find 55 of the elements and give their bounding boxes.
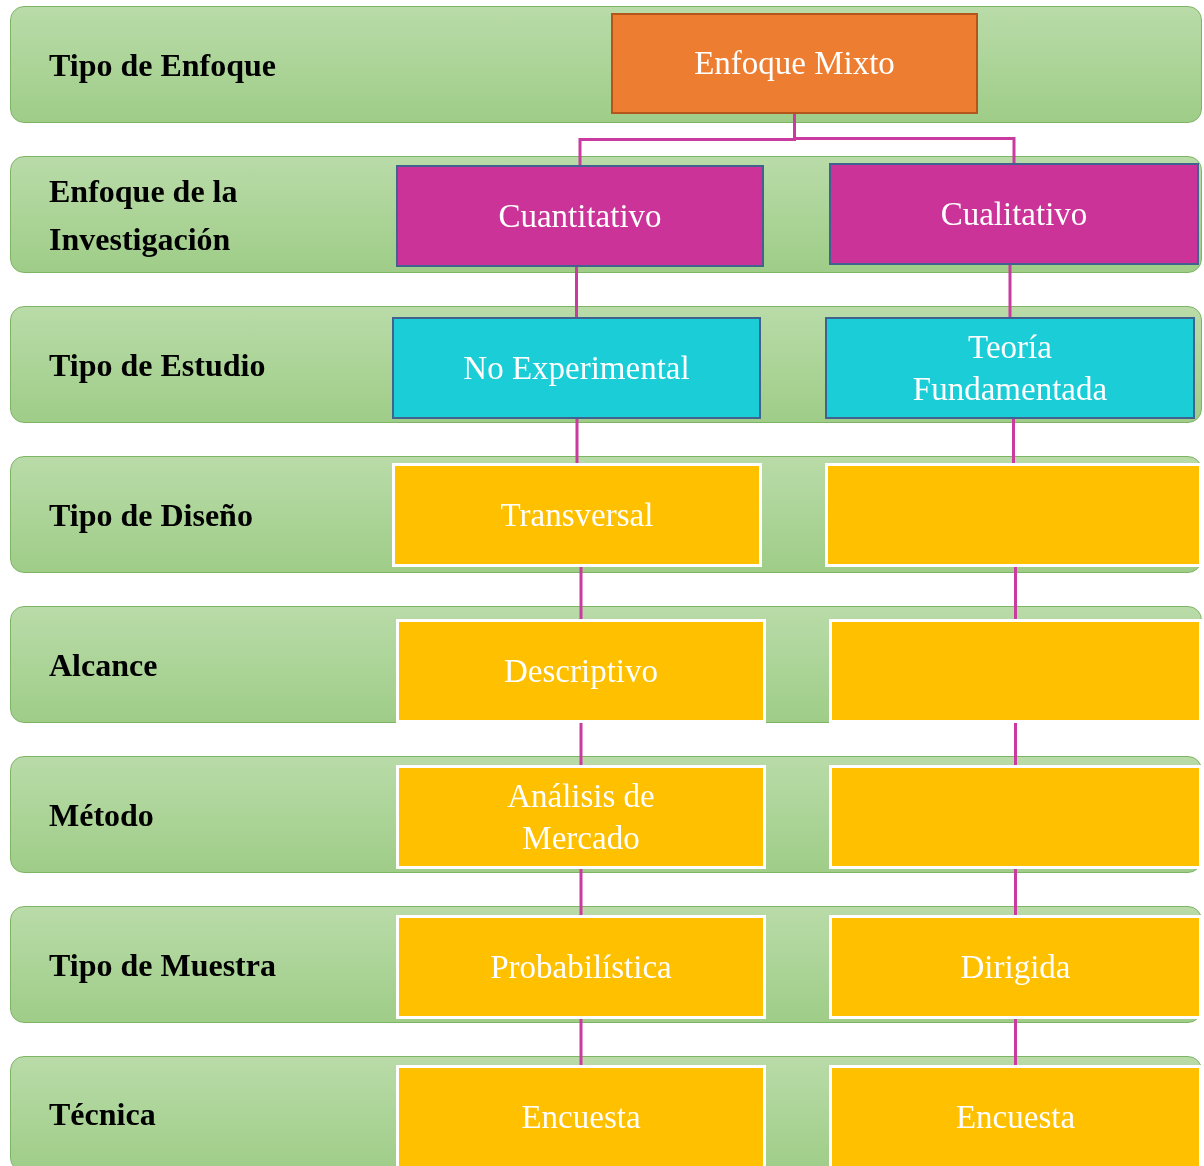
row-band: [10, 306, 1202, 423]
box-label: Enfoque Mixto: [694, 44, 895, 84]
category-box: [611, 13, 978, 114]
row-band: [10, 756, 1202, 873]
box-label: Dirigida: [960, 947, 1071, 987]
connector-line: [1008, 265, 1012, 317]
row-heading: Tipo de Muestra: [49, 945, 276, 985]
row-heading: Tipo de Estudio: [49, 345, 266, 385]
box-label: Teoría Fundamentada: [911, 327, 1109, 409]
box-label: Encuesta: [521, 1097, 641, 1137]
box-label: Cualitativo: [940, 194, 1088, 234]
box-label: Transversal: [500, 495, 654, 535]
row-band: [10, 606, 1202, 723]
category-box: [396, 765, 766, 869]
row-band: [10, 6, 1202, 123]
box-label: Encuesta: [955, 1097, 1076, 1137]
category-box: [825, 317, 1195, 419]
connector-line: [579, 1019, 583, 1065]
row-band: [10, 156, 1202, 273]
connector-line: [579, 567, 583, 619]
box-label: Descriptivo: [504, 651, 658, 691]
connector-line: [579, 723, 583, 765]
box-label: No Experimental: [463, 348, 690, 388]
row-band: [10, 906, 1202, 1023]
row-heading: Técnica: [49, 1095, 156, 1134]
box-label: Análisis de Mercado: [506, 776, 656, 858]
connector-line: [575, 267, 578, 317]
category-box: [829, 1065, 1202, 1166]
connector-line: [579, 869, 583, 915]
row-heading: Alcance: [49, 645, 158, 685]
category-box: [396, 915, 766, 1019]
row-heading: Tipo de Enfoque: [49, 45, 277, 85]
category-box: [829, 163, 1199, 265]
category-box: [396, 1065, 766, 1166]
connector-line: [1014, 1019, 1017, 1065]
empty-box: [829, 765, 1202, 869]
box-label: Probabilística: [490, 947, 672, 987]
category-box: [829, 915, 1202, 1019]
category-box: [392, 463, 762, 567]
connector-line: [1014, 567, 1017, 619]
row-heading: Enfoque de la Investigación: [49, 171, 239, 259]
row-band: [10, 1056, 1202, 1166]
connector-line: [1014, 723, 1017, 765]
empty-box: [825, 463, 1202, 567]
category-box: [396, 165, 764, 267]
row-heading: Tipo de Diseño: [49, 495, 253, 535]
connector-line: [575, 419, 579, 463]
row-band: [10, 456, 1202, 573]
category-box: [396, 619, 766, 723]
category-box: [392, 317, 761, 419]
row-heading: Método: [49, 795, 154, 835]
empty-box: [829, 619, 1202, 723]
connector-line: [1012, 419, 1015, 463]
box-label: Cuantitativo: [498, 196, 662, 236]
connector-line: [1014, 869, 1017, 915]
